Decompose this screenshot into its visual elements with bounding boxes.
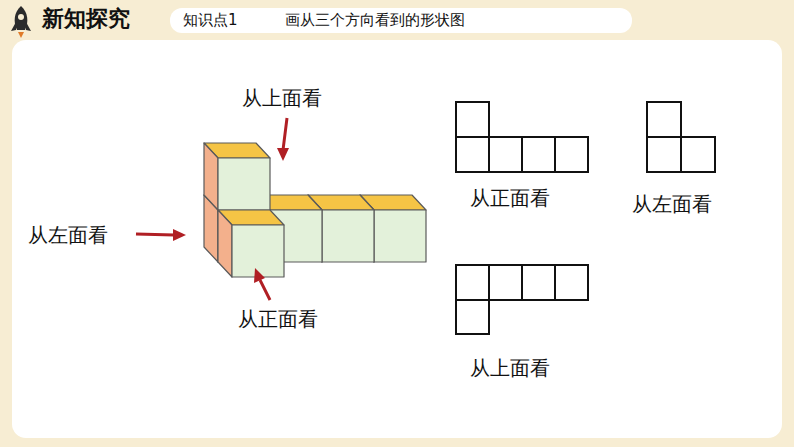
view-grids	[456, 102, 715, 334]
cube-face	[374, 210, 426, 262]
content-panel	[12, 40, 782, 438]
topic-heading: 画从三个方向看到的形状图	[285, 11, 465, 29]
view-caption: 从正面看	[470, 186, 550, 210]
view-callout: 从上面看	[242, 86, 322, 110]
view-callout: 从左面看	[28, 223, 108, 247]
cube-face	[204, 143, 218, 210]
cube-face	[218, 158, 270, 210]
topic-number: 知识点1	[183, 11, 238, 29]
cube-face	[232, 225, 284, 277]
rocket-icon	[11, 6, 31, 38]
cube-face	[218, 210, 232, 277]
view-caption: 从上面看	[470, 356, 550, 380]
view-arrows	[136, 118, 289, 300]
view-caption: 从左面看	[632, 192, 712, 216]
view-callout: 从正面看	[238, 307, 318, 331]
topic-pill	[170, 8, 632, 33]
cube-stack	[204, 143, 426, 277]
slide-title: 新知探究	[42, 6, 130, 32]
cube-face	[322, 210, 374, 262]
